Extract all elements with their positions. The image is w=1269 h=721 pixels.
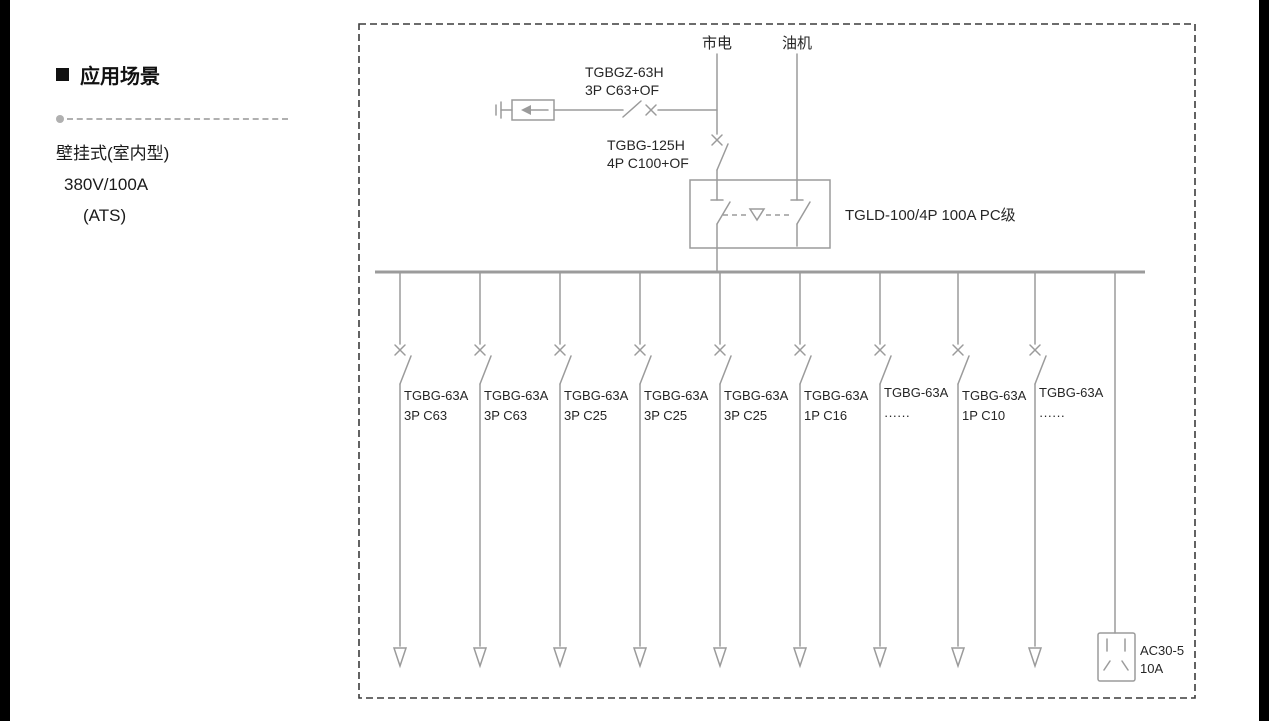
load-arrow-icon: [472, 647, 488, 669]
breaker-cross-icon: [634, 344, 646, 356]
main-breaker-spec: 4P C100+OF: [607, 155, 689, 171]
feeder-model: TGBG-63A: [1039, 385, 1104, 400]
feeder-spec: 3P C25: [724, 408, 767, 423]
section-divider: [56, 115, 288, 123]
spd-breaker-spec: 3P C63+OF: [585, 82, 659, 98]
feeder-7: TGBG-63A ······: [872, 271, 949, 669]
breaker-blade: [1034, 355, 1047, 385]
ats-left-blade: [716, 201, 731, 225]
feeder-model: TGBG-63A: [804, 388, 869, 403]
feeder-1: TGBG-63A 3P C63: [392, 271, 469, 669]
breaker-cross-icon: [714, 344, 726, 356]
load-arrow-icon: [712, 647, 728, 669]
spd-breaker-blade: [622, 100, 642, 118]
mains-incoming: [711, 53, 729, 181]
feeder-8: TGBG-63A 1P C10: [950, 271, 1027, 669]
breaker-blade: [799, 355, 812, 385]
feeder-spec: ······: [884, 408, 910, 423]
ats-label: TGLD-100/4P 100A PC级: [845, 207, 1016, 224]
feeder-6: TGBG-63A 1P C16: [792, 271, 869, 669]
load-arrow-icon: [872, 647, 888, 669]
feeder-model: TGBG-63A: [404, 388, 469, 403]
interlock-triangle-icon: [748, 208, 766, 222]
feeder-model: TGBG-63A: [724, 388, 789, 403]
right-bezel: [1259, 0, 1269, 721]
breaker-blade: [479, 355, 492, 385]
ats-box: [689, 179, 831, 249]
feeder-9: TGBG-63A ······: [1027, 271, 1104, 669]
breaker-cross-icon: [794, 344, 806, 356]
breaker-cross-icon: [1029, 344, 1041, 356]
breaker-blade: [639, 355, 652, 385]
feeder-spec: 1P C10: [962, 408, 1005, 423]
load-arrow-icon: [632, 647, 648, 669]
feeder-2: TGBG-63A 3P C63: [472, 271, 549, 669]
feeder-spec: 3P C63: [404, 408, 447, 423]
switch-type-text: (ATS): [83, 206, 127, 225]
load-arrow-icon: [792, 647, 808, 669]
section-bullet-icon: [56, 68, 69, 81]
ats-right-blade: [796, 201, 811, 225]
spd-branch: [495, 99, 718, 121]
breaker-cross-icon: [394, 344, 406, 356]
feeder-5: TGBG-63A 3P C25: [712, 271, 789, 669]
socket-model: AC30-5: [1140, 643, 1184, 658]
feeder-model: TGBG-63A: [962, 388, 1027, 403]
feeder-spec: 3P C63: [484, 408, 527, 423]
product-spec-lines: 壁挂式(室内型) 380V/100A (ATS): [56, 138, 306, 231]
load-arrow-icon: [392, 647, 408, 669]
generator-label: 油机: [782, 35, 812, 52]
main-breaker-cross-icon: [711, 134, 723, 146]
voltage-rating-text: 380V/100A: [64, 175, 149, 194]
breaker-cross-icon: [554, 344, 566, 356]
spd-breaker-cross-icon: [645, 104, 657, 116]
socket-feeder: AC30-5 10A: [1097, 271, 1184, 682]
socket-outlet-icon: [1097, 632, 1136, 682]
application-scenario-panel: 应用场景 壁挂式(室内型) 380V/100A (ATS): [56, 60, 306, 231]
feeder-spec: 3P C25: [564, 408, 607, 423]
spd-arrow-icon: [521, 105, 531, 115]
diagram-border: [358, 23, 1196, 699]
ats-switch: [689, 179, 831, 273]
feeder-model: TGBG-63A: [564, 388, 629, 403]
mount-type-text: 壁挂式(室内型): [56, 144, 170, 163]
feeder-model: TGBG-63A: [884, 385, 949, 400]
feeder-spec: 1P C16: [804, 408, 847, 423]
feeder-model: TGBG-63A: [484, 388, 549, 403]
load-arrow-icon: [1027, 647, 1043, 669]
spd-breaker-model: TGBGZ-63H: [585, 64, 664, 80]
divider-dot-icon: [56, 115, 64, 123]
feeder-spec: 3P C25: [644, 408, 687, 423]
feeder-model: TGBG-63A: [644, 388, 709, 403]
divider-dashes: [67, 118, 288, 120]
breaker-blade: [719, 355, 732, 385]
mains-label: 市电: [702, 35, 732, 52]
main-breaker-blade: [716, 143, 729, 171]
feeder-3: TGBG-63A 3P C25: [552, 271, 629, 669]
feeder-spec: ······: [1039, 408, 1065, 423]
main-breaker-model: TGBG-125H: [607, 137, 685, 153]
left-bezel: [0, 0, 10, 721]
section-title: 应用场景: [80, 66, 160, 88]
breaker-blade: [879, 355, 892, 385]
load-arrow-icon: [950, 647, 966, 669]
breaker-cross-icon: [474, 344, 486, 356]
load-arrow-icon: [552, 647, 568, 669]
spd-breaker-label: TGBGZ-63H 3P C63+OF: [585, 64, 664, 98]
feeder-4: TGBG-63A 3P C25: [632, 271, 709, 669]
main-breaker-label: TGBG-125H 4P C100+OF: [607, 137, 689, 171]
breaker-blade: [957, 355, 970, 385]
breaker-blade: [399, 355, 412, 385]
socket-rating: 10A: [1140, 661, 1163, 676]
breaker-cross-icon: [952, 344, 964, 356]
single-line-diagram: 市电 油机 TGBG-125H 4P C100+OF TGBGZ-63H 3P …: [358, 23, 1196, 699]
breaker-blade: [559, 355, 572, 385]
section-heading: 应用场景: [56, 60, 306, 89]
breaker-cross-icon: [874, 344, 886, 356]
